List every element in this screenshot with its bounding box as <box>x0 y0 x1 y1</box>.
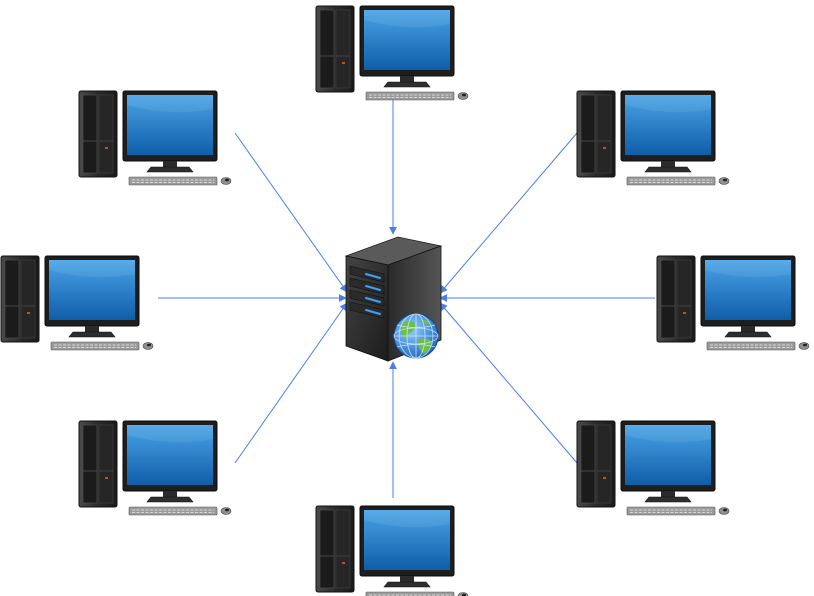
globe-icon <box>393 313 439 359</box>
node-pc-bottom-left[interactable] <box>78 420 232 516</box>
desktop-computer-icon <box>78 90 232 186</box>
node-pc-right[interactable] <box>656 255 810 351</box>
connectors <box>158 97 655 498</box>
desktop-computer-icon <box>576 90 730 186</box>
node-pc-top[interactable] <box>315 5 469 101</box>
node-pc-bottom-right[interactable] <box>576 420 730 516</box>
connector-bottom-left <box>234 302 348 464</box>
connector-top-right <box>439 132 578 294</box>
desktop-computer-icon <box>315 505 469 596</box>
node-pc-bottom[interactable] <box>315 505 469 596</box>
node-pc-top-right[interactable] <box>576 90 730 186</box>
connector-top-left <box>234 132 348 293</box>
desktop-computer-icon <box>78 420 232 516</box>
node-pc-left[interactable] <box>0 255 154 351</box>
node-pc-top-left[interactable] <box>78 90 232 186</box>
connector-bottom-right <box>439 302 578 464</box>
desktop-computer-icon <box>315 5 469 101</box>
web-server-globe-icon[interactable] <box>344 236 443 362</box>
desktop-computer-icon <box>576 420 730 516</box>
desktop-computer-icon <box>656 255 810 351</box>
desktop-computer-icon <box>0 255 154 351</box>
